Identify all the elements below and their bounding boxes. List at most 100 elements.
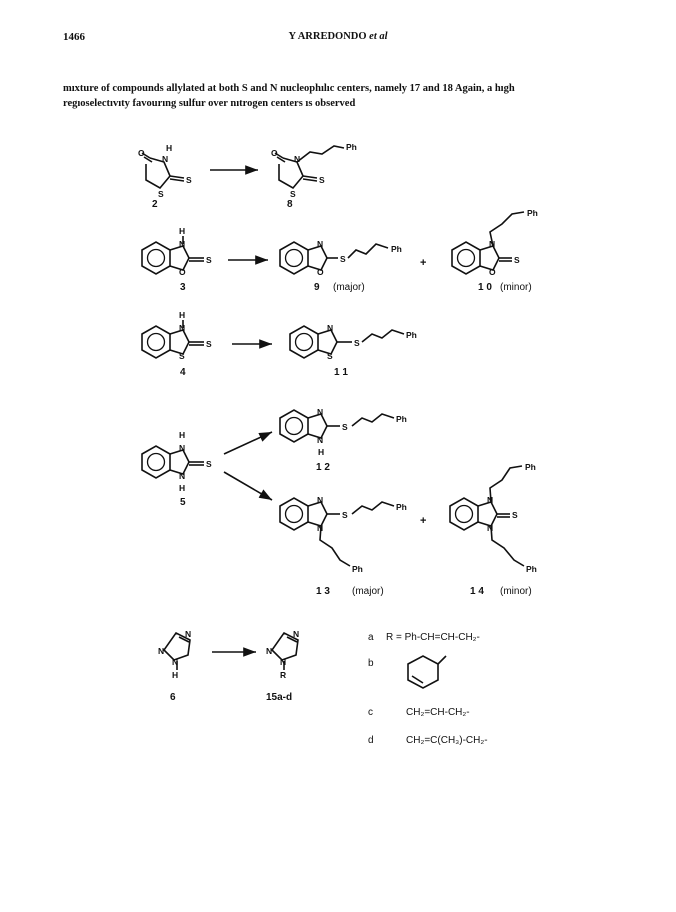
atom-Ph: Ph — [346, 142, 357, 152]
atom-H: H — [166, 143, 172, 153]
compound-label-11: 1 1 — [334, 367, 348, 378]
atom-S: S — [206, 255, 212, 265]
structure-4 — [141, 320, 204, 359]
plus-sign: + — [420, 257, 426, 269]
atom-S: S — [514, 255, 520, 265]
note-minor: (minor) — [500, 586, 532, 597]
atom-N: N — [172, 657, 178, 667]
structure-6 — [162, 631, 191, 670]
running-head-etal: et al — [369, 31, 388, 42]
legend-text-c: CH₂=CH-CH₂- — [406, 707, 470, 718]
running-head: Y ARREDONDO et al — [0, 31, 676, 42]
atom-O: O — [138, 148, 145, 158]
atom-N: N — [489, 239, 495, 249]
structure-3 — [141, 236, 204, 275]
compound-label-3: 3 — [180, 282, 186, 293]
atom-Ph: Ph — [396, 414, 407, 424]
structure-8 — [274, 145, 345, 190]
atom-Ph: Ph — [527, 208, 538, 218]
atom-O: O — [489, 267, 496, 277]
legend-letter-b: b — [368, 658, 374, 669]
atom-S: S — [206, 339, 212, 349]
atom-N: N — [317, 407, 323, 417]
atom-N: N — [179, 323, 185, 333]
atom-N: N — [317, 239, 323, 249]
atom-H: H — [179, 226, 185, 236]
atom-Ph: Ph — [525, 462, 536, 472]
body-text-run: Again, a hıgh — [452, 83, 515, 94]
compound-ref-18: 18 — [442, 83, 453, 94]
compound-label-12: 1 2 — [316, 462, 330, 473]
running-head-author: Y ARREDONDO — [288, 31, 367, 42]
atom-N: N — [317, 523, 323, 533]
atom-S: S — [319, 175, 325, 185]
page-number: 1466 — [63, 31, 85, 43]
body-text-line-2: regıoselectıvıty favourıng sulfur over n… — [63, 97, 356, 109]
atom-S: S — [206, 459, 212, 469]
legend-letter-a: a — [368, 632, 374, 643]
compound-label-8: 8 — [287, 199, 293, 210]
structure-15 — [270, 631, 299, 670]
compound-label-4: 4 — [180, 367, 186, 378]
atom-S: S — [186, 175, 192, 185]
atom-N: N — [317, 495, 323, 505]
atom-N: N — [487, 523, 493, 533]
body-paragraph: mıxture of compounds allylated at both S… — [63, 82, 623, 111]
atom-Ph: Ph — [391, 244, 402, 254]
compound-label-6: 6 — [170, 692, 176, 703]
atom-Ph: Ph — [396, 502, 407, 512]
body-text-run: and — [420, 83, 443, 94]
plus-sign: + — [420, 515, 426, 527]
atom-N: N — [280, 657, 286, 667]
atom-N: N — [487, 495, 493, 505]
atom-Ph: Ph — [352, 564, 363, 574]
atom-N: N — [294, 154, 300, 164]
atom-Ph: Ph — [526, 564, 537, 574]
note-major: (major) — [333, 282, 365, 293]
atom-H: H — [172, 670, 178, 680]
structure-13 — [279, 497, 395, 567]
structure-2 — [141, 152, 185, 190]
structure-9 — [279, 241, 389, 275]
atom-N: N — [185, 629, 191, 639]
compound-label-9: 9 — [314, 282, 320, 293]
atom-N: N — [266, 646, 272, 656]
atom-S: S — [179, 351, 185, 361]
substituent-legend: a R = Ph-CH=CH-CH₂- b c CH₂=CH-CH₂- d CH… — [368, 632, 488, 746]
cyclohexenyl-structure — [407, 655, 447, 689]
atom-N: N — [179, 443, 185, 453]
structure-12 — [279, 409, 395, 443]
structure-14 — [449, 465, 525, 567]
reaction-arrow — [223, 471, 273, 501]
atom-S: S — [342, 510, 348, 520]
structure-10 — [451, 211, 525, 275]
atom-S: S — [342, 422, 348, 432]
legend-letter-c: c — [368, 707, 373, 718]
compound-ref-17: 17 — [409, 83, 421, 94]
atom-S: S — [327, 351, 333, 361]
atom-N: N — [293, 629, 299, 639]
structure-11 — [289, 325, 405, 359]
atom-S: S — [340, 254, 346, 264]
note-major: (major) — [352, 586, 384, 597]
atom-N: N — [162, 154, 168, 164]
atom-O: O — [271, 148, 278, 158]
body-text-run: mıxture of compounds allylated at both S… — [63, 83, 410, 94]
atom-H: H — [318, 447, 324, 457]
compound-label-13: 1 3 — [316, 586, 330, 597]
atom-S: S — [158, 189, 164, 199]
atom-S: S — [354, 338, 360, 348]
legend-letter-d: d — [368, 735, 374, 746]
compound-label-14: 1 4 — [470, 586, 484, 597]
compound-label-2: 2 — [152, 199, 158, 210]
atom-N: N — [317, 435, 323, 445]
atom-H: H — [179, 430, 185, 440]
atom-N: N — [179, 239, 185, 249]
atom-S: S — [512, 510, 518, 520]
structure-5 — [141, 445, 204, 479]
atom-Ph: Ph — [406, 330, 417, 340]
legend-text-d: CH₂=C(CH₃)-CH₂- — [406, 735, 488, 746]
atom-H: H — [179, 483, 185, 493]
atom-H: H — [179, 310, 185, 320]
